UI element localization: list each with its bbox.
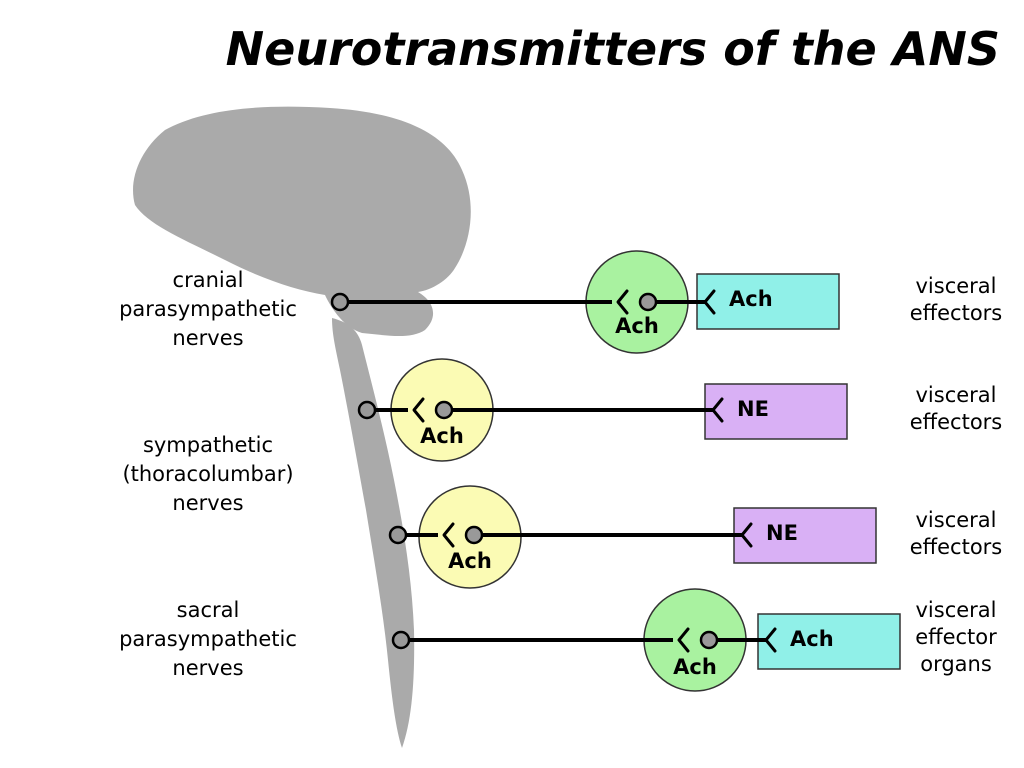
preganglionic-neuron-3	[388, 525, 408, 545]
page-title: Neurotransmitters of the ANS	[225, 22, 1000, 76]
effector-receptor-3	[740, 522, 753, 548]
effector-box-3	[733, 507, 877, 564]
effector-transmitter-2: NE	[737, 397, 769, 421]
postganglionic-neuron-4	[699, 630, 719, 650]
effector-label-3: visceral effectors	[909, 508, 1003, 559]
effector-receptor-2	[711, 397, 724, 423]
brain-silhouette	[133, 106, 471, 337]
effector-transmitter-4: Ach	[790, 627, 834, 651]
postganglionic-neuron-1	[638, 292, 658, 312]
effector-transmitter-1: Ach	[729, 287, 773, 311]
label-sympathetic-thoracolumbar: sympathetic (thoracolumbar) nerves	[122, 433, 294, 515]
ganglion-receptor-1	[616, 289, 629, 315]
effector-transmitter-3: NE	[766, 521, 798, 545]
postganglionic-neuron-2	[434, 400, 454, 420]
effector-receptor-4	[764, 627, 777, 653]
postganglionic-neuron-3	[464, 525, 484, 545]
label-sacral-parasympathetic: sacral parasympathetic nerves	[119, 598, 297, 680]
effector-box-4	[757, 613, 901, 670]
ganglion-receptor-4	[677, 627, 690, 653]
ganglion-receptor-2	[412, 397, 425, 423]
effector-box-2	[704, 383, 848, 440]
label-cranial-parasympathetic: cranial parasympathetic nerves	[119, 268, 297, 350]
preganglionic-neuron-1	[330, 292, 350, 312]
effector-label-4: visceral effector organs	[915, 598, 997, 676]
ganglion-transmitter-2: Ach	[420, 424, 464, 448]
effector-label-2: visceral effectors	[909, 383, 1003, 434]
preganglionic-neuron-2	[357, 400, 377, 420]
ganglion-receptor-3	[442, 522, 455, 548]
ganglion-transmitter-4: Ach	[673, 655, 717, 679]
ganglion-transmitter-1: Ach	[615, 314, 659, 338]
effector-label-1: visceral effectors	[909, 274, 1003, 325]
ganglion-transmitter-3: Ach	[448, 549, 492, 573]
effector-receptor-1	[703, 289, 716, 315]
preganglionic-neuron-4	[391, 630, 411, 650]
